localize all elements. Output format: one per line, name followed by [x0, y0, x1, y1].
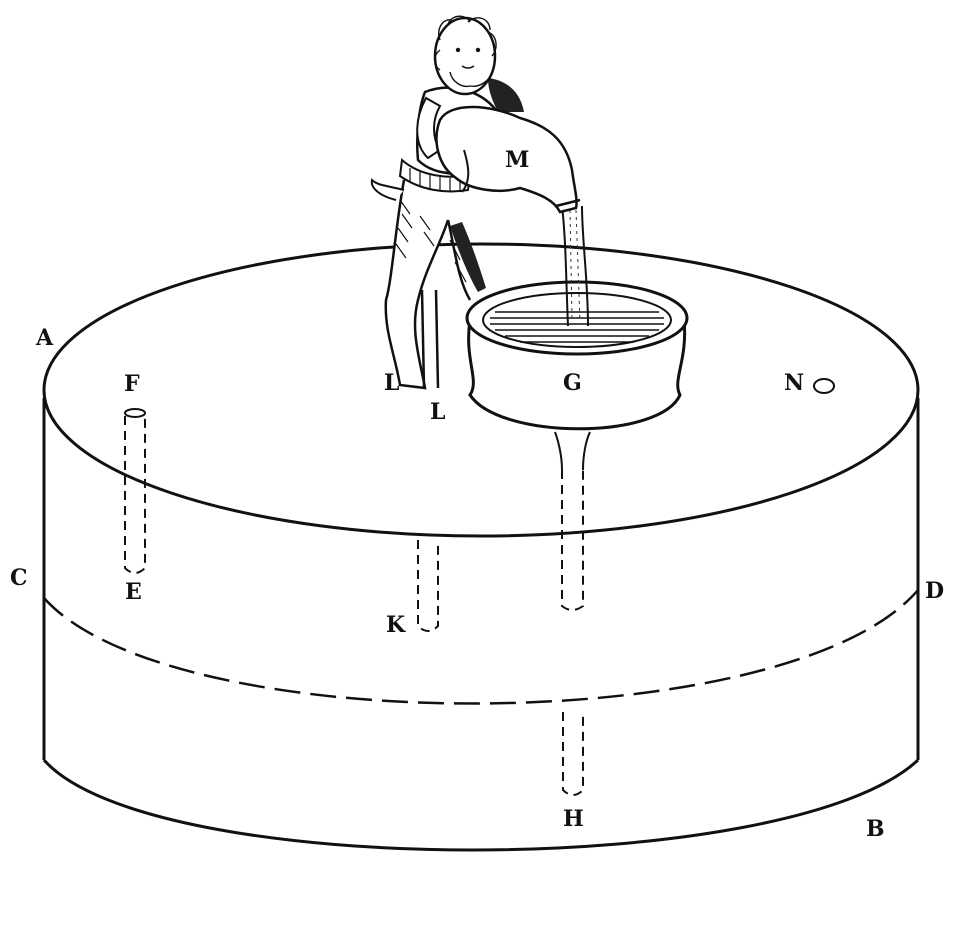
satyr-back-leg	[450, 222, 486, 292]
satyr-mouth	[461, 65, 475, 69]
pipe-h	[562, 712, 584, 796]
label-e: E	[125, 579, 142, 605]
basin-g	[465, 280, 689, 431]
pipe-g-lower	[561, 470, 584, 611]
label-l-upper: L	[384, 370, 399, 396]
pipe-f-opening	[124, 408, 146, 418]
satyr-eye-left	[455, 47, 461, 53]
wineskin-m	[435, 105, 578, 214]
label-g: G	[563, 370, 582, 396]
internal-partition	[43, 589, 919, 705]
satyr-tail	[370, 178, 405, 201]
cylinder-bottom-rim	[42, 758, 920, 852]
basin-rim-inner	[482, 292, 672, 348]
satyr-hair	[434, 15, 497, 88]
label-m: M	[505, 147, 529, 173]
pipe-g-upper-left	[554, 431, 563, 471]
hidden-pipes	[124, 408, 591, 796]
opening-n	[813, 378, 835, 394]
basin-water-surface	[490, 311, 664, 343]
satyr-arm	[416, 96, 442, 160]
water-stream	[561, 205, 589, 327]
satyr-head	[433, 16, 497, 96]
satyr-back-shading	[488, 78, 524, 112]
pipe-g-upper-right	[582, 431, 591, 471]
pipe-k	[417, 540, 439, 632]
pipe-f-e	[124, 416, 146, 574]
label-n: N	[784, 370, 804, 396]
diagram-labels: A B C D E F G H K L L M N	[10, 147, 944, 842]
label-d: D	[925, 578, 944, 604]
label-c: C	[10, 565, 28, 591]
pedestal-post-right	[434, 289, 440, 389]
satyr-legs	[384, 179, 450, 390]
satyr-figure	[370, 15, 581, 390]
satyr-eye-right	[475, 47, 481, 53]
cylinder-vessel	[42, 242, 920, 852]
label-h: H	[563, 806, 584, 832]
label-l-lower: L	[430, 399, 445, 425]
wineskin-spout	[555, 198, 581, 208]
label-f: F	[124, 371, 140, 397]
wineskin-leg	[461, 149, 470, 193]
label-k: K	[386, 612, 406, 638]
satyr-belt	[398, 157, 472, 193]
label-b: B	[866, 816, 885, 842]
pedestal-post-left	[420, 289, 426, 389]
label-a: A	[35, 325, 54, 351]
cylinder-top-lid	[42, 242, 920, 538]
